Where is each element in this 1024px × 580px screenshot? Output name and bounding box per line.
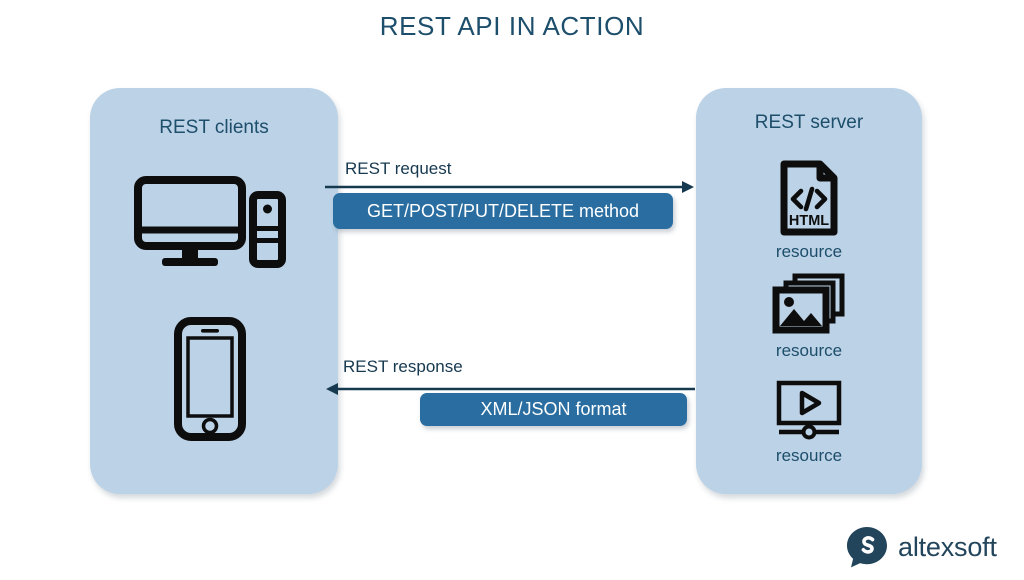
rest-server-title: REST server (754, 112, 864, 133)
altexsoft-speech-bubble-logo-icon (847, 527, 887, 568)
resource-item: resource (696, 271, 922, 361)
smartphone-icon (174, 317, 246, 441)
html-file-icon: HTML (780, 160, 838, 236)
rest-clients-panel: REST clients (90, 88, 338, 494)
video-player-icon (776, 380, 842, 440)
resource-label: resource (775, 446, 843, 465)
images-stack-icon (772, 273, 845, 334)
rest-request-method-badge: GET/POST/PUT/DELETE method (333, 193, 673, 229)
altexsoft-wordmark: altexsoft (898, 531, 997, 562)
resource-label: resource (775, 341, 843, 360)
resource-label: resource (775, 242, 843, 261)
rest-request-caption: REST request (345, 159, 452, 178)
rest-response-arrow (326, 383, 695, 395)
resource-item: resource (696, 380, 922, 466)
html-icon-text: HTML (789, 213, 829, 229)
rest-clients-title: REST clients (159, 117, 269, 138)
altexsoft-logo: altexsoft (845, 525, 997, 569)
rest-request-arrow (325, 181, 694, 193)
rest-server-panel: REST server HTML resource (696, 88, 922, 494)
rest-response-format-badge: XML/JSON format (420, 393, 687, 426)
rest-response-caption: REST response (343, 357, 463, 376)
page-title: REST API IN ACTION (379, 11, 645, 41)
desktop-computer-icon (134, 176, 286, 268)
resource-item: HTML resource (696, 160, 922, 262)
